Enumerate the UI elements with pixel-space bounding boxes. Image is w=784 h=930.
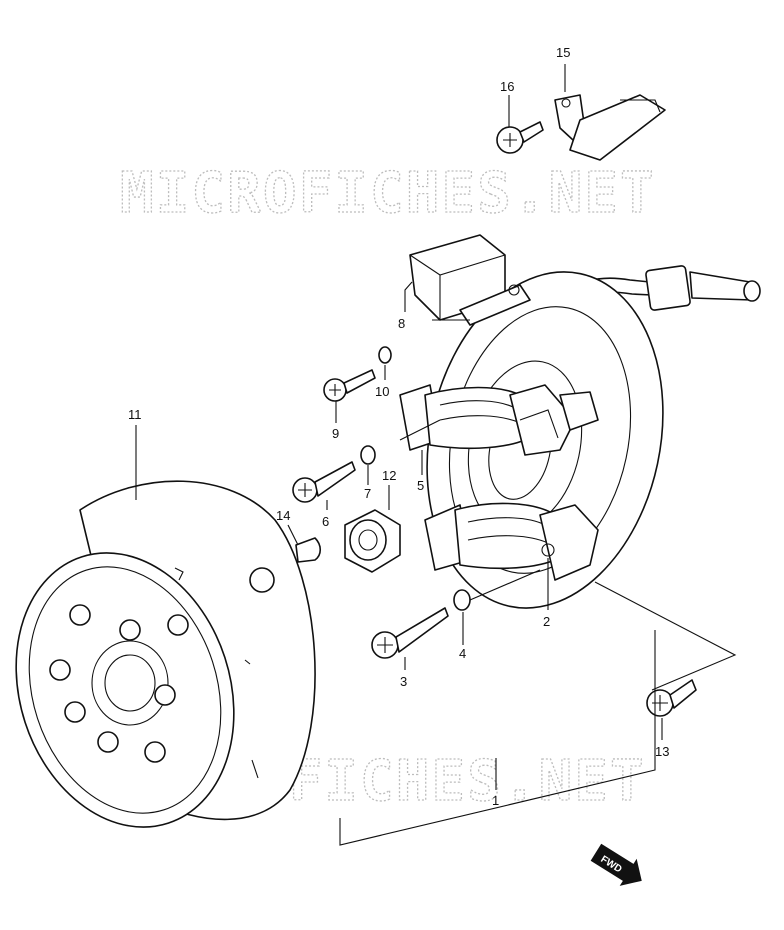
part-label-2: 2 — [543, 614, 550, 629]
washer-part-4 — [453, 589, 471, 611]
watermark-top: MICROFICHES.NET — [120, 161, 656, 226]
key-part-14 — [295, 537, 322, 563]
coil-part-5 — [399, 384, 599, 456]
wire-harness — [559, 265, 761, 313]
part-label-3: 3 — [400, 674, 407, 689]
part-label-16: 16 — [500, 79, 514, 94]
part-label-7: 7 — [364, 486, 371, 501]
fwd-arrow-icon: FWD — [590, 843, 642, 886]
screw-part-3 — [371, 607, 449, 659]
screw-part-16 — [496, 121, 544, 154]
part-label-5: 5 — [417, 478, 424, 493]
part-label-14: 14 — [276, 508, 290, 523]
flywheel-rotor-part-11 — [15, 480, 316, 828]
part-label-11: 11 — [128, 407, 142, 422]
leader-lines — [135, 64, 737, 846]
part-label-10: 10 — [375, 384, 389, 399]
bracket-part-15 — [554, 94, 666, 161]
pickup-coil-part-8 — [409, 234, 531, 326]
washer-part-7 — [360, 445, 376, 465]
coil-part-2 — [424, 502, 599, 581]
part-label-8: 8 — [398, 316, 405, 331]
part-label-13: 13 — [655, 744, 669, 759]
screw-part-6 — [292, 461, 356, 503]
part-label-4: 4 — [459, 646, 466, 661]
part-label-15: 15 — [556, 45, 570, 60]
part-label-9: 9 — [332, 426, 339, 441]
part-label-12: 12 — [382, 468, 396, 483]
washer-part-10 — [378, 346, 392, 364]
nut-part-12 — [344, 509, 401, 573]
part-label-1: 1 — [492, 793, 499, 808]
screw-part-9 — [323, 369, 376, 402]
screw-part-13 — [646, 679, 697, 717]
part-label-6: 6 — [322, 514, 329, 529]
